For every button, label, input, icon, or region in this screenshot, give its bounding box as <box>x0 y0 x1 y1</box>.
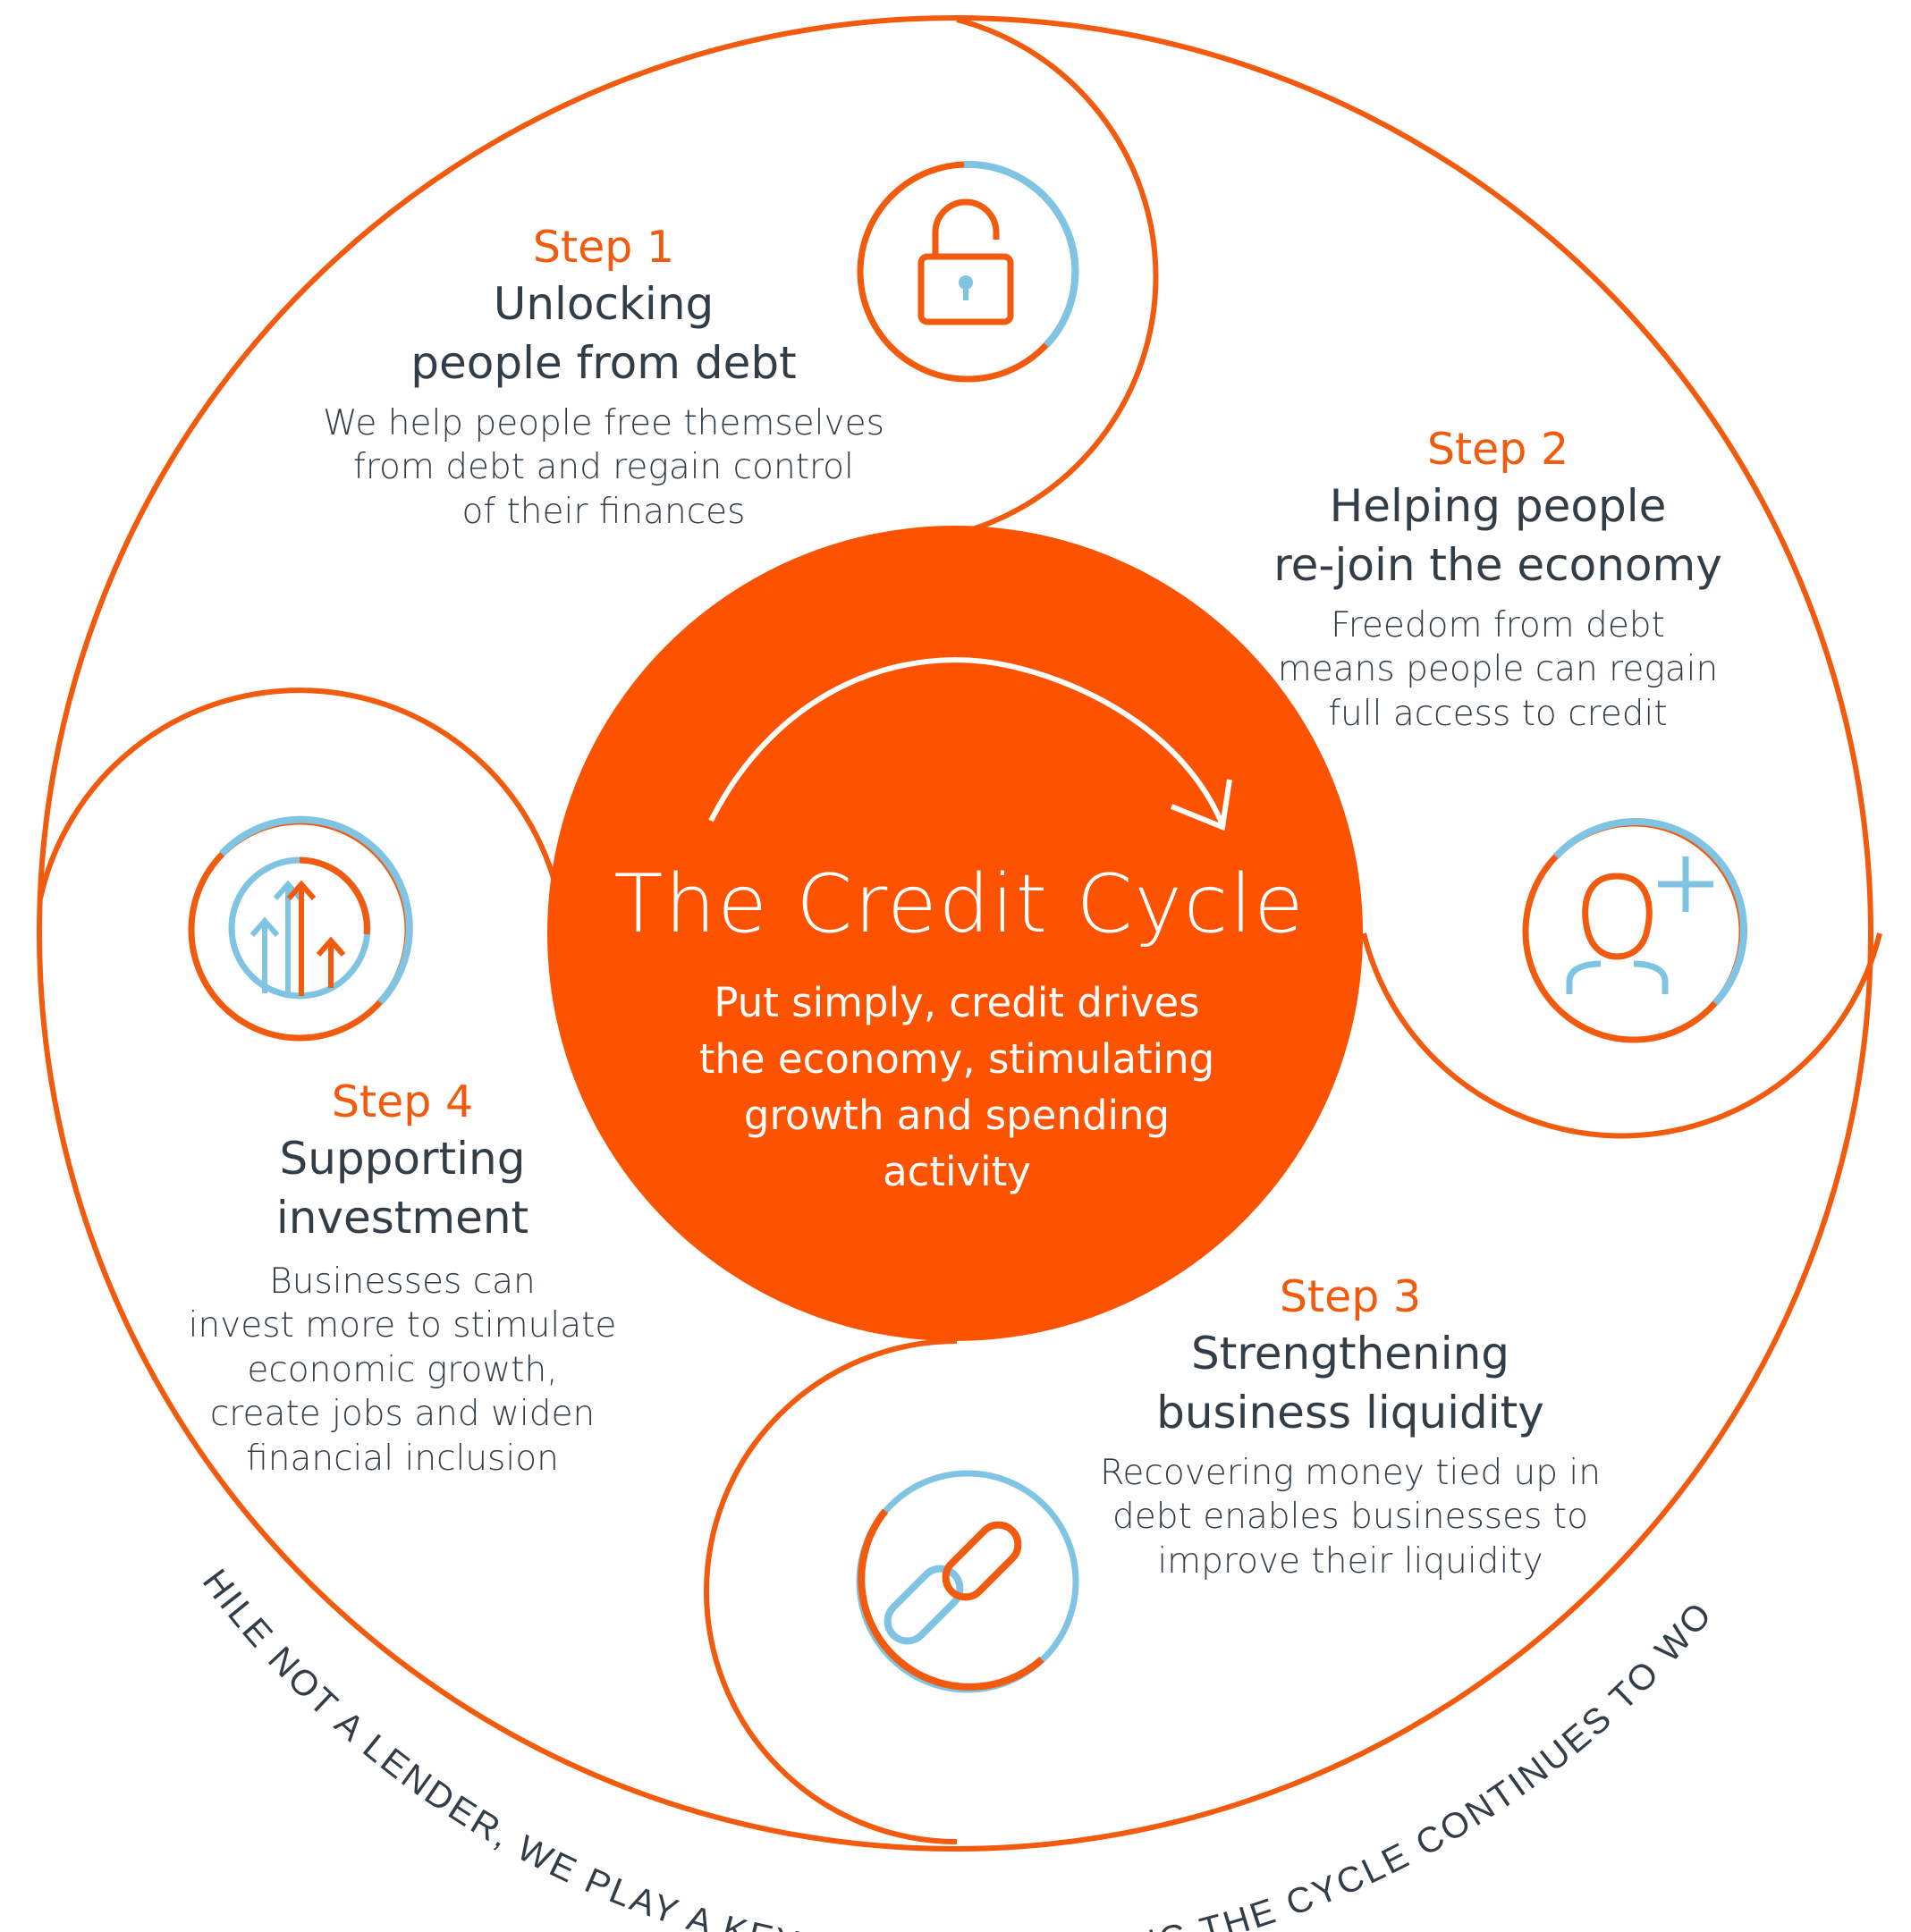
padlock-icon <box>857 160 1079 383</box>
growth-arrows-icon <box>188 815 413 1042</box>
cycle-arrow <box>708 657 1226 829</box>
step-3-title-line: business liquidity <box>1156 1386 1544 1438</box>
step-3-body-line: debt enables businesses to <box>1112 1497 1588 1538</box>
step-4-body-line: invest more to stimulate <box>188 1305 617 1346</box>
step-3-number: Step 3 <box>1279 1271 1422 1322</box>
step-3-body: Recovering money tied up in debt enables… <box>1073 1451 1628 1584</box>
step-2-body: Freedom from debt means people can regai… <box>1252 603 1744 737</box>
step-3-body-line: improve their liquidity <box>1157 1540 1543 1582</box>
step-2-body-line: full access to credit <box>1328 693 1668 734</box>
step-3-block: Step 3 Strengthening business liquidity … <box>1073 1271 1628 1583</box>
step-2-title-line: Helping people <box>1329 479 1667 532</box>
step-1-title: Unlocking people from debt <box>295 274 912 392</box>
step-2-body-line: Freedom from debt <box>1331 604 1665 645</box>
step-4-body: Businesses can invest more to stimulate … <box>161 1260 644 1481</box>
step-4-title: Supporting investment <box>161 1129 644 1247</box>
center-title: The Credit Cycle <box>613 857 1306 951</box>
chain-link-icon <box>856 1470 1079 1693</box>
step-2-title: Helping people re-join the economy <box>1252 477 1744 595</box>
swirl-lobe-bottom <box>704 1338 958 1844</box>
cycle-arrow-head <box>1170 779 1232 831</box>
swirl-lobe-left <box>38 688 562 899</box>
step-3-title: Strengthening business liquidity <box>1073 1324 1628 1442</box>
center-body: Put simply, credit drives the economy, s… <box>698 979 1215 1195</box>
step-2-body-line: means people can regain <box>1277 649 1719 690</box>
step-1-body-line: from debt and regain control <box>353 447 854 488</box>
step-4-body-line: create jobs and widen <box>209 1394 596 1435</box>
step-1-body-line: of their finances <box>461 491 746 532</box>
step-4-body-line: financial inclusion <box>246 1438 559 1479</box>
outer-ring <box>37 15 1873 1852</box>
step-1-title-line: people from debt <box>410 336 797 389</box>
step-3-body-line: Recovering money tied up in <box>1100 1452 1601 1493</box>
add-person-icon <box>1522 817 1748 1043</box>
step-4-body-line: economic growth, <box>247 1349 558 1390</box>
step-4-number: Step 4 <box>331 1076 474 1127</box>
step-1-body-line: We help people free themselves <box>323 402 884 443</box>
step-4-title-line: investment <box>275 1191 529 1244</box>
step-1-number: Step 1 <box>532 222 675 273</box>
step-2-title-line: re-join the economy <box>1273 538 1722 591</box>
step-4-title-line: Supporting <box>279 1132 526 1185</box>
step-2-block: Step 2 Helping people re-join the econom… <box>1252 424 1744 736</box>
center-circle <box>547 526 1363 1341</box>
swirl-lobe-top <box>956 17 1159 536</box>
step-4-body-line: Businesses can <box>269 1261 536 1302</box>
step-2-number: Step 2 <box>1426 424 1569 475</box>
step-1-body: We help people free themselves from debt… <box>295 401 912 535</box>
step-4-block: Step 4 Supporting investment Businesses … <box>161 1076 644 1481</box>
step-3-title-line: Strengthening <box>1190 1327 1510 1379</box>
swirl-lobe-right <box>1361 932 1882 1139</box>
step-1-title-line: Unlocking <box>493 277 715 330</box>
step-1-block: Step 1 Unlocking people from debt We hel… <box>295 222 912 534</box>
